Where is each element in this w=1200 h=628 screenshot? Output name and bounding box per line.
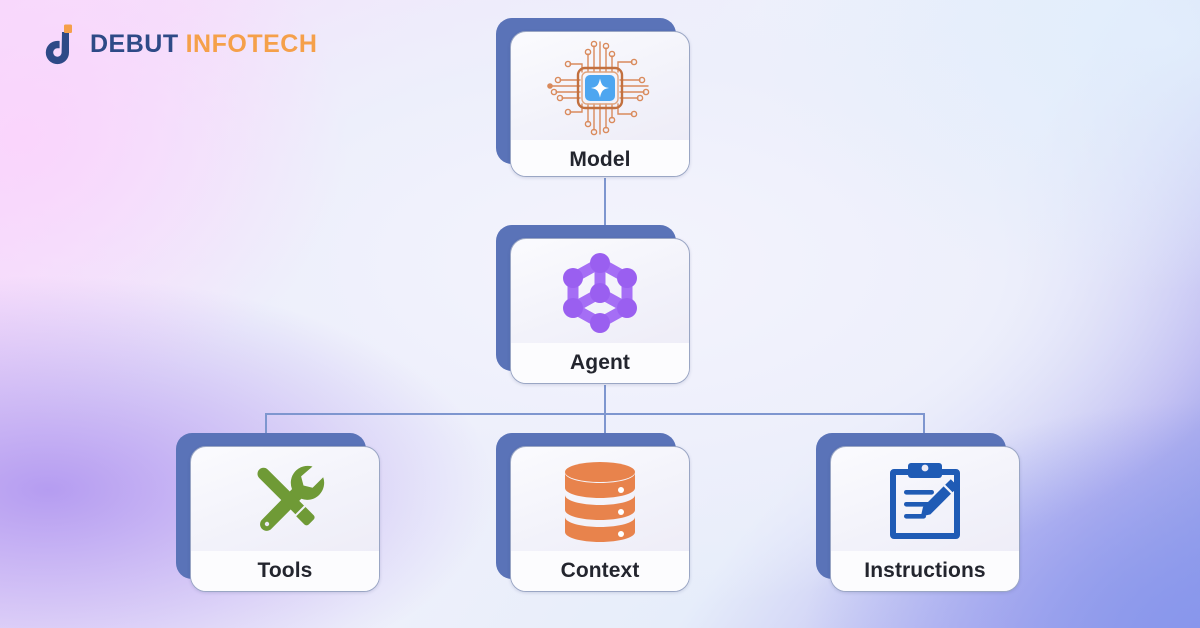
card-surface[interactable]: Tools [190,446,380,592]
brand-name-primary: DEBUT [90,29,179,58]
node-label: Model [511,140,689,176]
connector-bus-context [604,413,606,435]
network-graph-icon [511,239,689,343]
connector-model-agent [604,178,606,226]
wrench-screwdriver-icon [191,447,379,551]
ai-chip-icon [511,32,689,140]
node-label: Instructions [831,551,1019,591]
card-surface[interactable]: Model [510,31,690,177]
brand-name-secondary: INFOTECH [185,29,318,58]
connector-bus-instructions [923,413,925,435]
clipboard-pencil-icon [831,447,1019,551]
node-label: Tools [191,551,379,591]
node-label: Context [511,551,689,591]
card-surface[interactable]: Instructions [830,446,1020,592]
card-surface[interactable]: Context [510,446,690,592]
connector-agent-bus [604,385,606,414]
connector-bus-tools [265,413,267,435]
card-surface[interactable]: Agent [510,238,690,384]
database-cylinder-icon [511,447,689,551]
node-label: Agent [511,343,689,383]
debut-d-logomark-icon [36,22,80,66]
connector-bus-horizontal [265,413,925,415]
